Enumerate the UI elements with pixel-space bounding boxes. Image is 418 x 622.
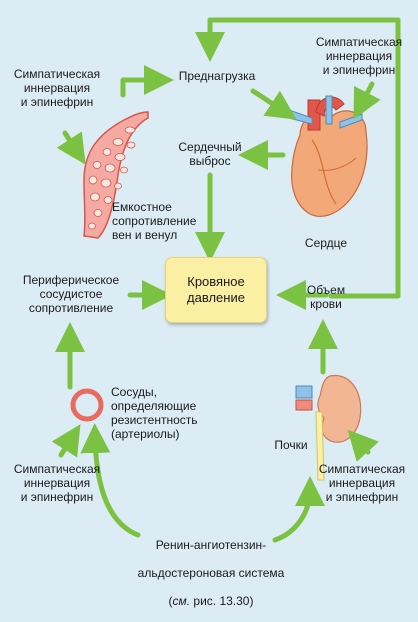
symp-bottom-right-label: Симпатическая иннервация и эпинефрин (318, 462, 406, 504)
diagram-canvas: Преднагрузка Симпатическая иннервация и … (13, 17, 406, 608)
flow-diagram (51, 17, 401, 543)
kidney-illustration (295, 374, 362, 481)
symp-top-right-label: Симпатическая иннервация и эпинефрин (315, 35, 403, 77)
arrow-raas-to-kidneys (272, 476, 325, 543)
vein-illustration (83, 111, 149, 239)
raas-label: Ренин-ангиотензин- альдостероновая систе… (136, 524, 286, 622)
preload-label: Преднагрузка (178, 69, 256, 83)
heart-illustration (288, 95, 368, 217)
arrow-symp-to-arterioles (51, 424, 81, 458)
raas-ref-see: см. (172, 594, 191, 608)
arrow-symp-to-vein (56, 130, 86, 165)
arrow-symp-to-kidneys (347, 429, 379, 462)
vessels-label: Сосуды, определяющие резистентность (арт… (111, 385, 198, 441)
blood-pressure-box: Кровяное давление (165, 257, 267, 323)
blood-pressure-label: Кровяное давление (187, 274, 245, 305)
raas-line-2: альдостероновая система (137, 566, 285, 580)
raas-ref-fig: рис. 13.30 (193, 594, 250, 608)
raas-reference: (см. рис. 13.30) (168, 594, 254, 608)
peripheral-resistance-label: Периферическое сосудистое сопротивление (22, 273, 120, 315)
heart-label: Сердце (304, 236, 348, 250)
arrow-blood-volume-to-preload (195, 17, 401, 299)
arrow-preload-to-heart (250, 88, 297, 120)
blood-volume-label: Объем крови (306, 283, 346, 311)
arrow-symp-to-heart (353, 81, 381, 120)
arrow-vein-to-preload (120, 65, 174, 98)
kidneys-label: Почки (274, 438, 308, 452)
symp-bottom-left-label: Симпатическая иннервация и эпинефрин (13, 462, 101, 504)
cardiac-output-label: Сердечный выброс (178, 140, 242, 168)
capacitance-label: Емкостное сопротивление вен и венул (112, 200, 197, 242)
symp-top-left-label: Симпатическая иннервация и эпинефрин (13, 67, 101, 109)
arrow-raas-to-arterioles (80, 423, 141, 538)
arteriole-ring-icon (70, 388, 104, 422)
raas-line-1: Ренин-ангиотензин- (155, 538, 267, 552)
